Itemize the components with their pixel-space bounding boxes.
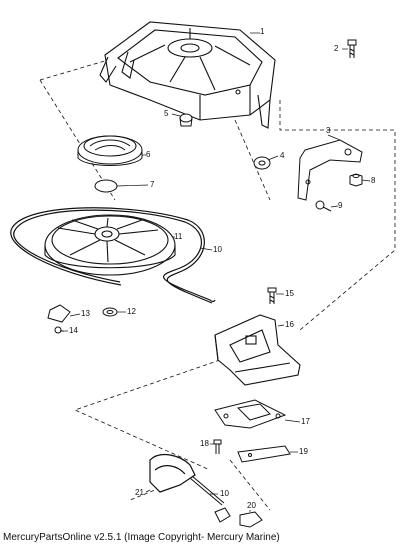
callout-label-5: 5 [164, 109, 169, 118]
rewind-pulley-part [44, 214, 176, 276]
screw-part-15 [267, 287, 277, 304]
callout-label-6: 6 [146, 150, 151, 159]
washer-part-12 [102, 307, 118, 317]
callout-label-16: 16 [285, 320, 294, 329]
callout-label-8: 8 [371, 176, 376, 185]
callout-label-3: 3 [326, 126, 331, 135]
callout-label-4: 4 [280, 151, 285, 160]
callout-label-20: 20 [247, 501, 256, 510]
callout-label-10-handle: 10 [220, 489, 229, 498]
callout-label-17: 17 [301, 417, 310, 426]
spacer-part [237, 445, 291, 463]
callout-label-21: 21 [135, 488, 144, 497]
screw-part-2 [347, 39, 357, 58]
callout-label-10-rope: 10 [213, 245, 222, 254]
spring-assembly-part [77, 135, 143, 166]
callout-label-14: 14 [69, 326, 78, 335]
handle-bracket-part [214, 314, 301, 386]
starter-housing-part [99, 21, 276, 129]
nut-part [349, 173, 363, 187]
cap-part [94, 179, 118, 193]
screw-part-9 [315, 200, 332, 212]
callout-label-7: 7 [150, 180, 155, 189]
callout-label-15: 15 [285, 289, 294, 298]
callout-label-19: 19 [299, 447, 308, 456]
handle-rope-part [189, 475, 225, 506]
callout-label-13: 13 [81, 309, 90, 318]
bracket-part [297, 139, 363, 201]
washer-part-4 [253, 156, 271, 170]
callout-leader-lines [62, 32, 371, 512]
screw-part-18 [213, 439, 222, 454]
screw-part-14 [54, 326, 64, 334]
callout-label-1: 1 [260, 27, 265, 36]
copyright-footer: MercuryPartsOnline v2.5.1 (Image Copyrig… [3, 532, 280, 543]
callout-label-11: 11 [174, 232, 183, 241]
rope-anchor-part [214, 507, 263, 528]
bushing-part [179, 113, 193, 127]
pawl-part [47, 304, 71, 323]
starter-rope-part [10, 207, 216, 304]
callout-label-18: 18 [200, 439, 209, 448]
callout-label-9: 9 [338, 201, 343, 210]
callout-label-12: 12 [127, 307, 136, 316]
callout-label-2: 2 [334, 44, 339, 53]
starter-handle-part [149, 453, 196, 493]
plate-part [214, 399, 287, 429]
